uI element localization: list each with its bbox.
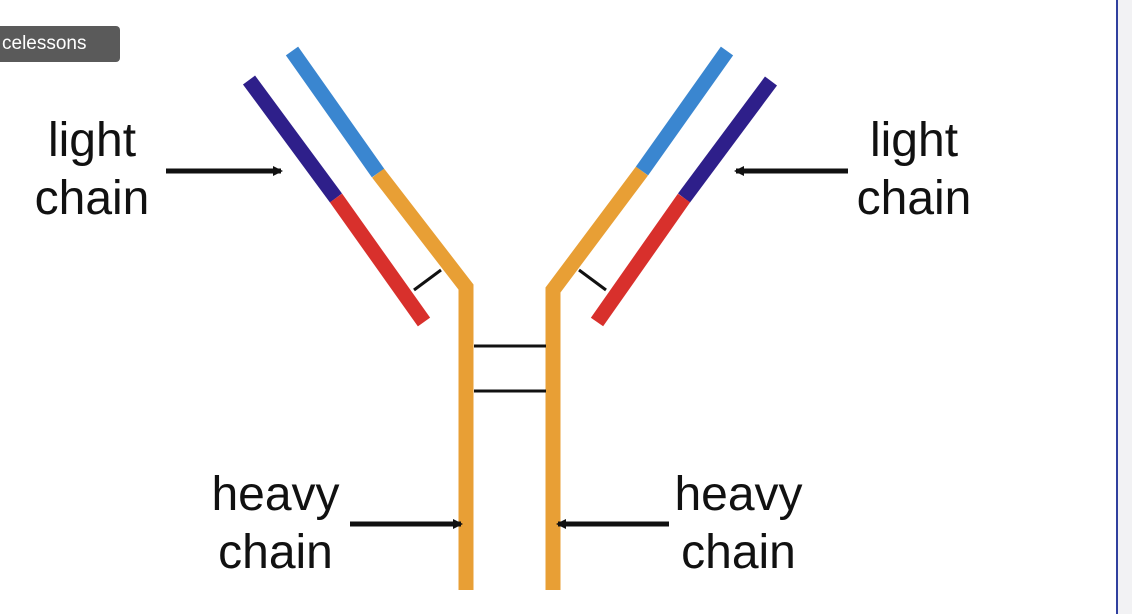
heavy-chain-label-left-line1: heavy [211,468,340,521]
light-chain-label-right-line1: light [869,114,959,167]
light-chain-label-left: light chain [12,112,172,228]
frame-right-border [1116,0,1118,614]
right-heavy-chain-variable [635,46,734,176]
frame-right-gutter [1118,0,1132,614]
source-tooltip: celessons [0,26,120,62]
right-light-heavy-bond [578,268,607,292]
heavy-chain-label-right-line2: chain [681,526,796,579]
left-heavy-chain-variable [285,46,385,178]
right-heavy-chain-constant [545,166,649,590]
light-chain-label-right: light chain [834,112,994,228]
light-chain-label-left-line2: chain [34,172,150,225]
right-light-chain-variable [677,76,778,203]
heavy-chain-label-left: heavy chain [193,466,358,582]
right-light-chain-constant [590,193,691,327]
heavy-chain-label-left-line2: chain [218,526,333,579]
left-light-heavy-bond [413,268,442,292]
light-chain-label-left-line1: light [47,114,137,167]
light-chain-label-right-line2: chain [856,172,972,225]
left-heavy-chain-constant [372,168,474,590]
left-light-chain-constant [329,193,431,327]
left-light-chain-variable [242,75,343,203]
heavy-chain-label-right-line1: heavy [674,468,803,521]
heavy-chain-label-right: heavy chain [656,466,821,582]
